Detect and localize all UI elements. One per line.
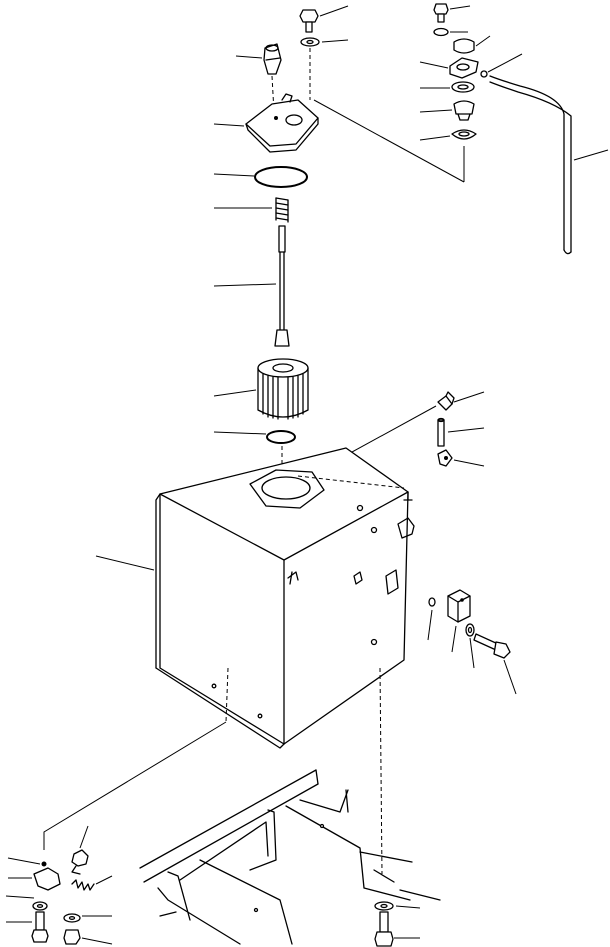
cap	[453, 35, 491, 54]
lower-bolt-right	[374, 911, 420, 947]
strainer	[419, 100, 475, 121]
small-washer	[433, 27, 468, 37]
bracket-spring	[71, 875, 113, 891]
bracket	[5, 857, 61, 899]
cover-oring	[213, 166, 308, 188]
mount-bolt	[473, 633, 517, 695]
mount-block	[447, 589, 471, 653]
lower-left-linkage	[43, 721, 227, 850]
top-washer	[300, 37, 349, 100]
lower-washer-mid	[63, 913, 112, 923]
flange	[419, 57, 479, 79]
rod	[213, 225, 290, 347]
gasket	[420, 81, 475, 93]
elbow	[437, 391, 485, 411]
hydraulic-tank	[95, 447, 415, 875]
lower-washer-right	[374, 901, 421, 911]
breather-valve	[235, 43, 282, 113]
filter-cover	[213, 93, 319, 153]
lower-flange	[419, 129, 477, 141]
connecting-lines-top	[313, 99, 465, 183]
small-bolt	[433, 3, 471, 23]
bracket-bolt	[71, 825, 89, 875]
mount-washer	[465, 623, 475, 669]
frame	[139, 769, 441, 945]
mount-oring	[427, 597, 436, 641]
spring	[214, 197, 289, 223]
lower-nut-mid	[63, 929, 113, 945]
lower-bolt-left	[6, 911, 49, 943]
lower-washer-left	[32, 901, 48, 911]
breather-hose	[480, 53, 609, 255]
fitting	[437, 449, 485, 467]
tube	[437, 417, 485, 447]
filter-element	[213, 358, 309, 420]
top-bolt	[299, 5, 349, 33]
